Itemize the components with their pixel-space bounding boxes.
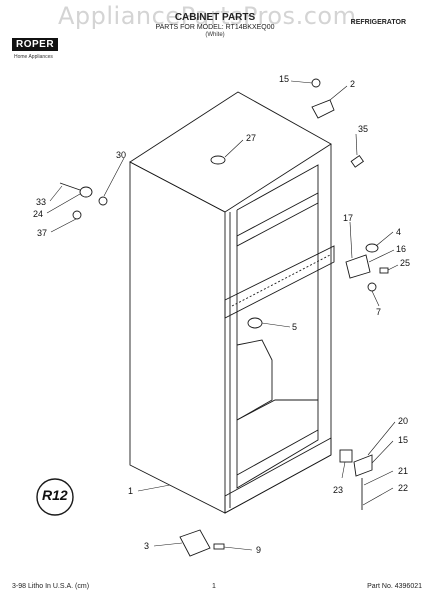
interior-floor xyxy=(236,399,318,421)
top-plug-part xyxy=(210,155,226,165)
part-label: 24 xyxy=(33,209,44,219)
leveler-part xyxy=(179,529,211,557)
bottom-hinge-cover-part xyxy=(339,449,353,463)
footer-page-number: 1 xyxy=(212,583,216,590)
cabinet-front-panel xyxy=(129,161,226,514)
part-label: 23 xyxy=(333,485,344,495)
part-label: 9 xyxy=(256,545,262,555)
freezer-top-rail xyxy=(236,192,319,247)
door-opening-frame xyxy=(236,164,319,489)
part-label: 27 xyxy=(246,133,257,143)
part-label: 21 xyxy=(398,466,409,476)
part-label: 33 xyxy=(36,197,47,207)
top-hinge-part xyxy=(311,99,335,119)
color-note: (White) xyxy=(205,32,225,38)
part-label: 15 xyxy=(398,435,409,445)
part-label: 7 xyxy=(376,307,382,317)
part-label: 3 xyxy=(144,541,150,551)
part-label: 5 xyxy=(292,322,298,332)
brand-subtitle: Home Appliances xyxy=(14,54,53,60)
part-label: 17 xyxy=(343,213,354,223)
part-label: 15 xyxy=(279,74,290,84)
model-line: PARTS FOR MODEL: RT14BKXEQ00 xyxy=(155,24,275,31)
washer-part xyxy=(72,210,82,220)
cabinet-base xyxy=(224,437,332,514)
part-label: 4 xyxy=(396,227,402,237)
part-label: 1 xyxy=(128,486,134,496)
brand-logo: ROPER xyxy=(12,38,59,51)
spacer-part xyxy=(365,243,379,253)
r12-logo-text: R12 xyxy=(42,487,68,503)
part-label: 22 xyxy=(398,483,409,493)
part-label: 20 xyxy=(398,416,409,426)
interior-crisper-wall xyxy=(236,339,273,421)
hinge-bracket-part xyxy=(79,186,93,198)
rail-holes xyxy=(231,254,331,307)
part-label: 35 xyxy=(358,124,369,134)
part-label: 30 xyxy=(116,150,127,160)
watermark-text: AppliancePartsPros.com xyxy=(58,2,357,30)
hinge-cap-part xyxy=(311,78,321,88)
center-hinge-part xyxy=(345,254,371,279)
r12-logo-circle xyxy=(36,478,74,516)
part-label: 2 xyxy=(350,79,356,89)
divider-rail xyxy=(224,245,335,319)
interior-bottom xyxy=(236,429,319,476)
rail-plug-part xyxy=(247,317,263,329)
footer-litho: 3-98 Litho In U.S.A. (cm) xyxy=(12,583,90,590)
center-washer-part xyxy=(367,282,377,292)
part-label: 16 xyxy=(396,244,407,254)
part-label: 25 xyxy=(400,258,411,268)
hinge-bolt-part xyxy=(59,182,81,191)
footer-part-number: Part No. 4396021 xyxy=(367,583,422,590)
center-screw-part xyxy=(379,267,389,274)
screw-part xyxy=(350,155,365,168)
leader-lines xyxy=(46,80,399,551)
bushing-part xyxy=(98,196,108,206)
leveler-screw-part xyxy=(213,543,225,550)
bottom-hinge-part xyxy=(353,454,373,477)
part-label: 37 xyxy=(37,228,48,238)
page-title: CABINET PARTS xyxy=(174,12,256,23)
category-label: REFRIGERATOR xyxy=(350,19,406,26)
